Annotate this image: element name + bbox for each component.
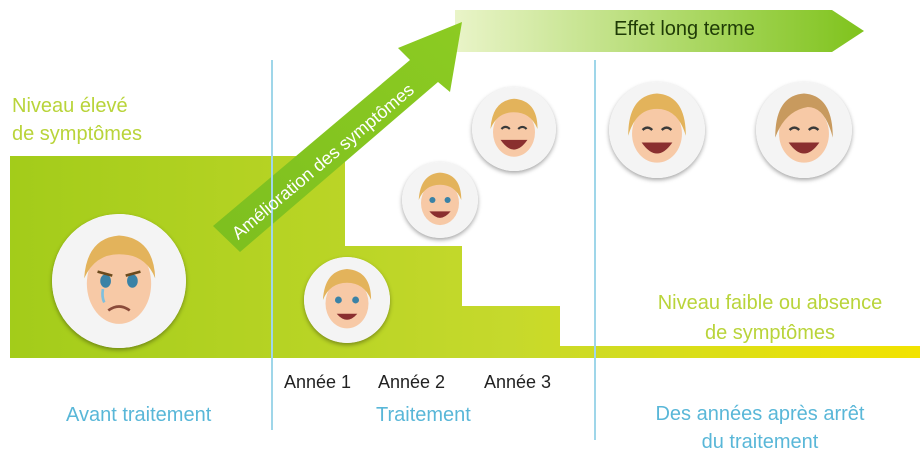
treatment-label: Traitement — [376, 404, 471, 426]
after-treatment-line2: du traitement — [701, 431, 819, 453]
low-level-line1: Niveau faible ou absence — [657, 292, 883, 314]
happy-face-year3 — [472, 87, 556, 171]
high-level-line1: Niveau élevé — [12, 95, 128, 117]
happy-face-longterm-1 — [609, 82, 705, 178]
year-3-label: Année 3 — [484, 372, 552, 392]
year-1-label: Année 1 — [284, 372, 352, 392]
improvement-arrow — [213, 22, 462, 252]
divider-after-treatment — [594, 60, 596, 440]
high-level-line2: de symptômes — [12, 123, 143, 145]
high-level-label: Niveau élevé de symptômes — [12, 92, 142, 148]
before-treatment-label: Avant traitement — [66, 404, 212, 426]
divider-before-treatment — [271, 60, 273, 430]
after-treatment-line1: Des années après arrêt — [655, 403, 865, 425]
smiling-face-year2 — [402, 162, 478, 238]
low-level-line2: de symptômes — [704, 322, 836, 344]
sad-face — [52, 214, 186, 348]
low-level-label: Niveau faible ou absence de symptômes — [630, 288, 910, 348]
smiling-face-year1 — [304, 257, 390, 343]
happy-face-longterm-2 — [756, 82, 852, 178]
long-term-effect-label: Effet long terme — [614, 18, 755, 40]
long-term-arrow — [455, 10, 864, 52]
after-treatment-label: Des années après arrêt du traitement — [610, 400, 910, 456]
year-2-label: Année 2 — [378, 372, 446, 392]
